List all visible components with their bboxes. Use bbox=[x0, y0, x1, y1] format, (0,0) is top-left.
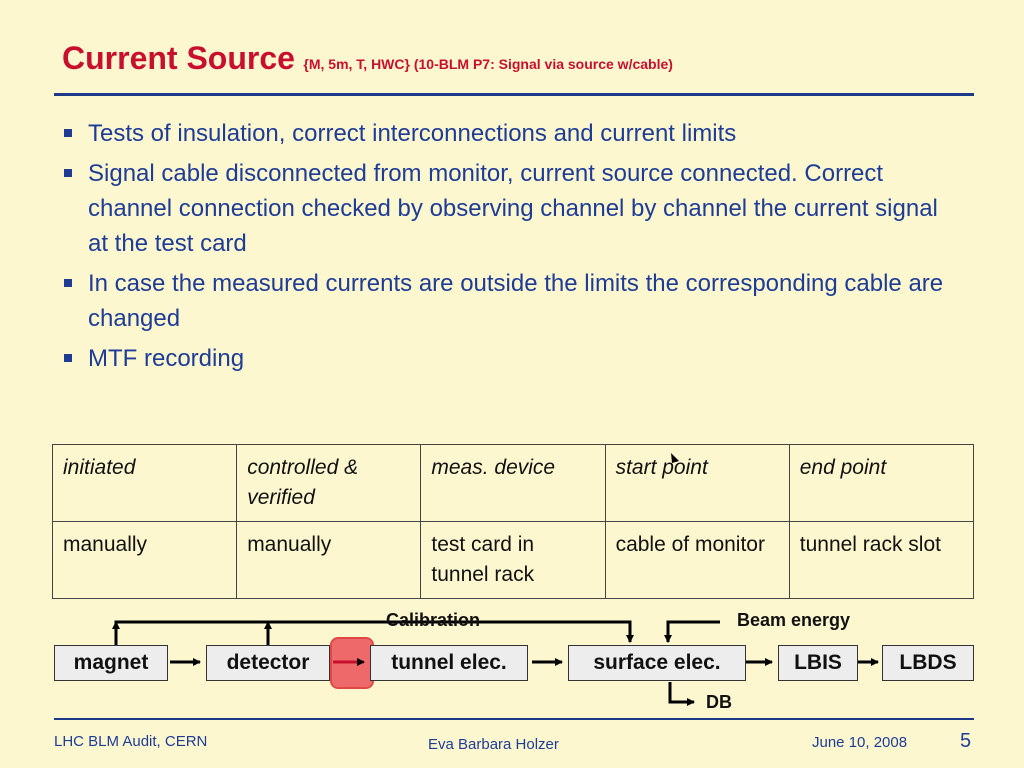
table-cell: cable of monitor bbox=[604, 521, 790, 599]
bullet-square-icon bbox=[64, 354, 72, 362]
bullet-list: Tests of insulation, correct interconnec… bbox=[62, 116, 962, 381]
bullet-text: Tests of insulation, correct interconnec… bbox=[88, 120, 737, 147]
lbis-box: LBIS bbox=[778, 645, 858, 681]
connection-highlight bbox=[330, 637, 374, 689]
tunnel-elec-box: tunnel elec. bbox=[370, 645, 528, 681]
table-header-row: initiated controlled & verified meas. de… bbox=[51, 444, 975, 522]
footer-date: June 10, 2008 bbox=[812, 734, 908, 751]
surface-elec-box: surface elec. bbox=[568, 645, 746, 681]
lbds-label: LBDS bbox=[899, 651, 957, 674]
bullet-square-icon bbox=[64, 279, 72, 287]
table-cell: manually bbox=[51, 521, 238, 599]
bullet-square-icon bbox=[64, 169, 72, 177]
beam-energy-line bbox=[664, 620, 720, 643]
beam-energy-label: Beam energy bbox=[737, 610, 851, 630]
db-label: DB bbox=[706, 692, 732, 712]
test-info-table: initiated controlled & verified meas. de… bbox=[51, 444, 975, 599]
bullet-item: Tests of insulation, correct interconnec… bbox=[62, 116, 962, 151]
table-cell: manually bbox=[236, 521, 422, 599]
table-header-cell: meas. device bbox=[420, 444, 606, 522]
table-header-cell: initiated bbox=[51, 444, 238, 522]
tunnel-elec-label: tunnel elec. bbox=[391, 651, 507, 674]
detector-box: detector bbox=[206, 645, 330, 681]
lbis-label: LBIS bbox=[794, 651, 842, 674]
table-header-cell: start point bbox=[604, 444, 790, 522]
calibration-line bbox=[114, 620, 632, 641]
page-number: 5 bbox=[960, 730, 972, 752]
footer-author: Eva Barbara Holzer bbox=[428, 736, 559, 753]
table-cell: tunnel rack slot bbox=[788, 521, 975, 599]
surface-elec-label: surface elec. bbox=[593, 651, 721, 674]
title-main: Current Source bbox=[62, 40, 295, 76]
bullet-text: Signal cable disconnected from monitor, … bbox=[88, 160, 938, 257]
magnet-box: magnet bbox=[54, 645, 168, 681]
bullet-square-icon bbox=[64, 129, 72, 137]
table-row: manually manually test card in tunnel ra… bbox=[51, 521, 975, 599]
bullet-item: Signal cable disconnected from monitor, … bbox=[62, 156, 962, 261]
footer-left: LHC BLM Audit, CERN bbox=[54, 733, 208, 750]
title-divider bbox=[54, 93, 974, 96]
bullet-text: In case the measured currents are outsid… bbox=[88, 270, 944, 332]
table-header-cell: end point bbox=[788, 444, 975, 522]
slide-title: Current Source {M, 5m, T, HWC} (10-BLM P… bbox=[62, 40, 673, 77]
footer-divider bbox=[54, 718, 974, 720]
bullet-text: MTF recording bbox=[88, 345, 245, 372]
table-cell: test card in tunnel rack bbox=[420, 521, 606, 599]
detector-label: detector bbox=[226, 651, 310, 674]
db-line bbox=[668, 682, 695, 706]
calibration-label: Calibration bbox=[386, 610, 481, 630]
table-header-cell: controlled & verified bbox=[236, 444, 422, 522]
magnet-label: magnet bbox=[73, 651, 149, 674]
lbds-box: LBDS bbox=[882, 645, 974, 681]
bullet-item: In case the measured currents are outsid… bbox=[62, 266, 962, 336]
title-subtitle: {M, 5m, T, HWC} (10-BLM P7: Signal via s… bbox=[303, 56, 673, 72]
bullet-item: MTF recording bbox=[62, 341, 962, 376]
